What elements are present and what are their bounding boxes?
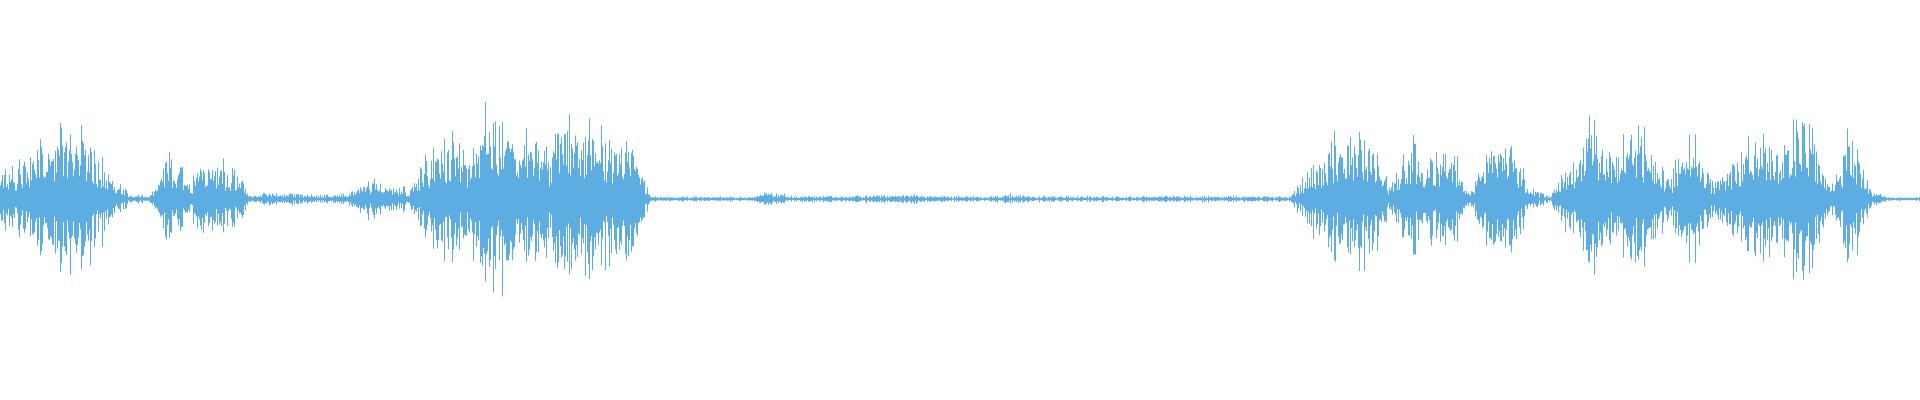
waveform-segment (560, 114, 580, 275)
waveform-segment (840, 195, 860, 203)
waveform-segment (1500, 146, 1520, 253)
waveform-segment (1000, 193, 1020, 204)
waveform-segment (1580, 115, 1600, 275)
waveform-segment (1260, 196, 1280, 203)
waveform-segment (1480, 151, 1500, 246)
waveform-segment (1180, 195, 1200, 203)
waveform-segment (1160, 195, 1180, 203)
waveform-segment (1900, 197, 1920, 202)
waveform-segment (640, 177, 660, 222)
waveform-segment (860, 195, 880, 204)
waveform-segment (1800, 122, 1820, 280)
waveform-segment (260, 193, 280, 206)
waveform-segment (540, 133, 560, 269)
waveform-segment (440, 131, 460, 263)
waveform-segment (1120, 196, 1140, 202)
waveform-segment (500, 122, 520, 297)
waveform-segment (1820, 173, 1840, 228)
waveform-segment (200, 167, 220, 233)
waveform-segment (140, 185, 160, 213)
waveform-segment (480, 101, 500, 293)
waveform-segment (1740, 135, 1760, 257)
waveform-segment (1100, 195, 1120, 203)
waveform-segment (1840, 128, 1860, 263)
waveform-segment (300, 194, 320, 204)
waveform-segment (320, 194, 340, 204)
waveform-segment (780, 193, 800, 203)
waveform-segment (100, 156, 120, 247)
waveform-segment (1140, 195, 1160, 203)
waveform-segment (1860, 169, 1880, 225)
waveform-segment (420, 147, 440, 249)
waveform-segment (1280, 185, 1300, 213)
waveform-segment (600, 125, 620, 271)
waveform-segment (1080, 195, 1100, 202)
waveform-segment (40, 139, 60, 256)
waveform-segment (720, 196, 740, 202)
waveform-segment (700, 196, 720, 202)
waveform-segment (740, 195, 760, 203)
waveform-segment (240, 180, 260, 218)
waveform-segment (1880, 193, 1900, 204)
waveform-segment (1680, 134, 1700, 264)
waveform-segment (1540, 182, 1560, 213)
waveform-segment (680, 196, 700, 202)
waveform-segment (1700, 168, 1720, 230)
waveform-segment (620, 140, 640, 261)
waveform-segment (1720, 162, 1740, 237)
waveform-segment (1380, 173, 1400, 223)
waveform-segment (1020, 195, 1040, 203)
waveform-segment (800, 195, 820, 203)
waveform-segment (1040, 195, 1060, 202)
waveform-segment (360, 178, 380, 221)
waveform-segment (940, 195, 960, 203)
waveform-segment (340, 189, 360, 209)
waveform-segment (1220, 195, 1240, 203)
waveform-segment (0, 159, 20, 238)
waveform-segment (20, 150, 40, 246)
waveform-segment (1560, 162, 1580, 233)
waveform-segment (180, 166, 200, 231)
waveform-segment (960, 195, 980, 202)
waveform-segment (920, 195, 940, 202)
waveform-segment (820, 195, 840, 203)
waveform-segment (1520, 168, 1540, 235)
waveform-segment (1240, 196, 1260, 203)
waveform-segment (1400, 135, 1420, 255)
waveform-segment (1600, 149, 1620, 246)
waveform-segment (160, 151, 180, 240)
waveform-segment (1660, 159, 1680, 236)
waveform-segment (880, 195, 900, 203)
waveform-segment (80, 125, 100, 270)
waveform-segment (120, 184, 140, 212)
waveform-segment (1200, 195, 1220, 203)
waveform-segment (380, 183, 400, 215)
waveform-segment (1460, 173, 1480, 225)
waveform-segment (1340, 132, 1360, 271)
waveform-segment (1360, 139, 1380, 271)
waveform-segment (1620, 125, 1640, 263)
waveform-segment (280, 193, 300, 206)
waveform-segment (1440, 153, 1460, 246)
waveform-segment (460, 148, 480, 261)
waveform-segment (760, 192, 780, 205)
waveform-segment (220, 158, 240, 233)
waveform-segment (400, 178, 420, 220)
waveform-segment (1060, 196, 1080, 202)
waveform-segment (580, 118, 600, 280)
waveform-segment (1300, 164, 1320, 239)
waveform-segment (980, 195, 1000, 203)
waveform-segment (520, 127, 540, 262)
waveform-segment (900, 193, 920, 204)
waveform-segment (1320, 131, 1340, 262)
waveform-segment (660, 196, 680, 201)
waveform-segment (1420, 152, 1440, 246)
waveform-segment (1760, 133, 1780, 262)
waveform-segment (1780, 119, 1800, 280)
waveform-segment (1640, 127, 1660, 267)
waveform-segment (60, 122, 80, 275)
